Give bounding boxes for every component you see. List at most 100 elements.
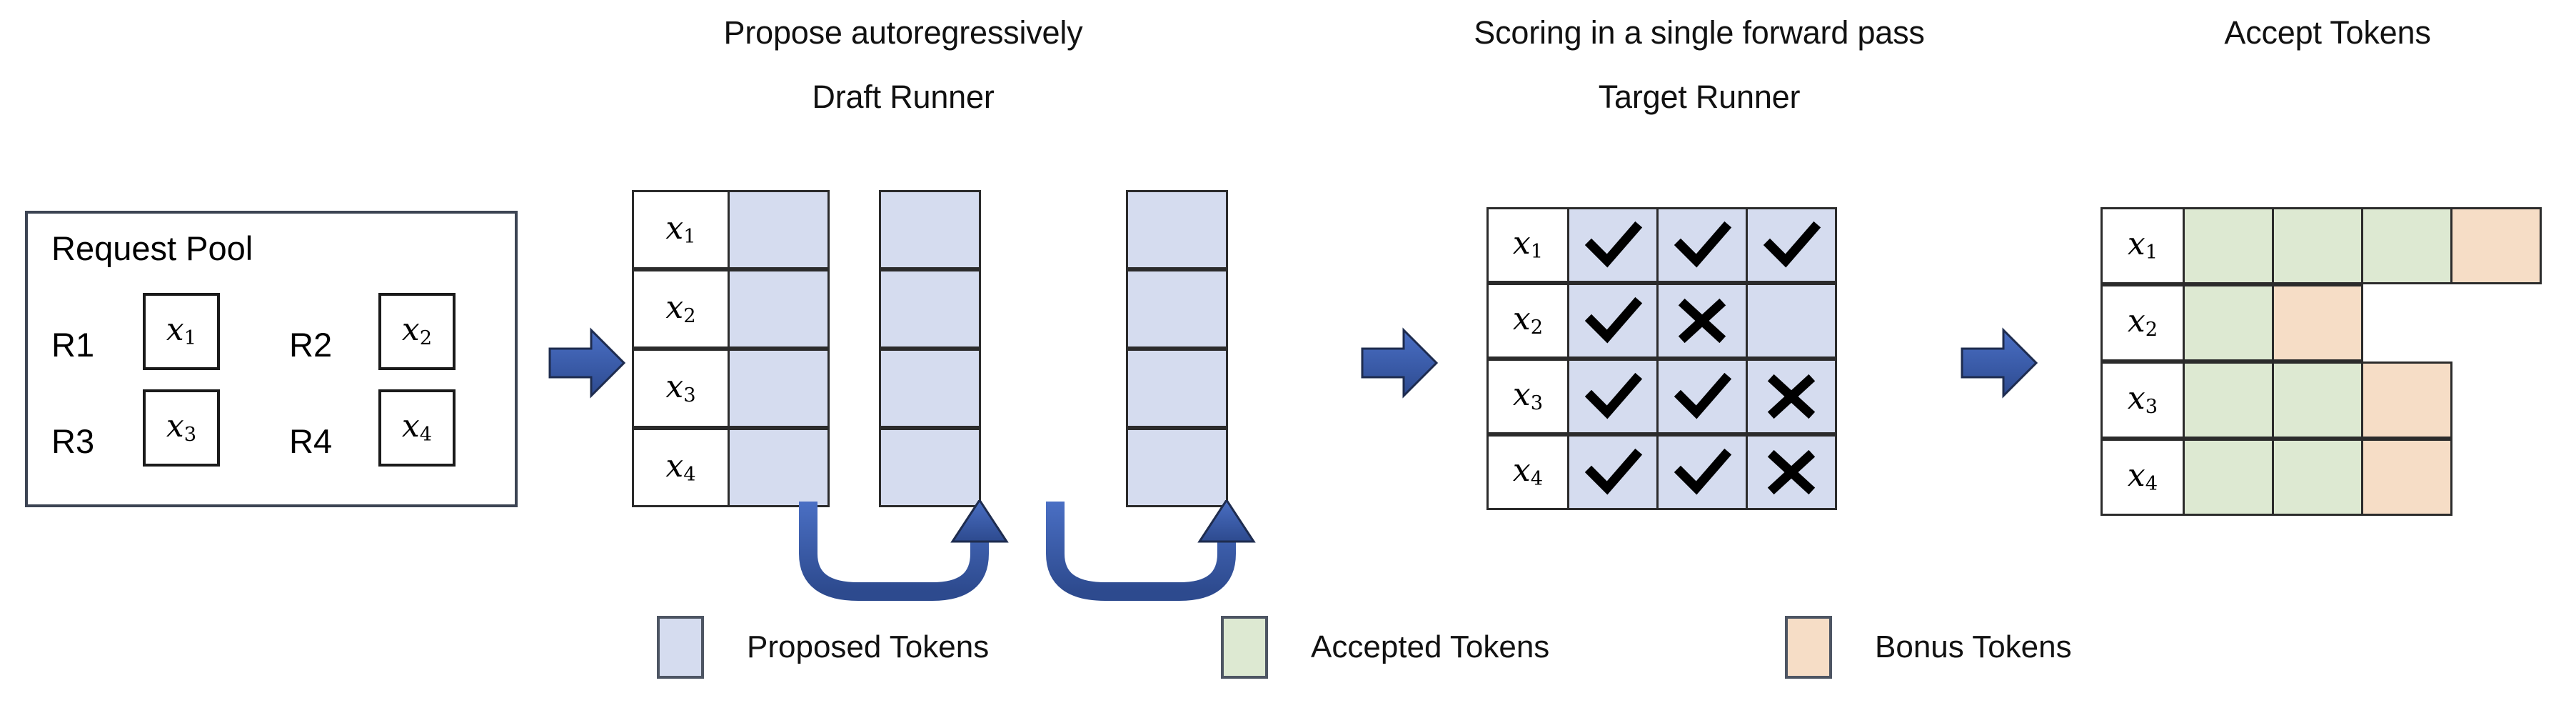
- request-token-r3: x3: [166, 408, 197, 447]
- check-mark-icon: [1584, 448, 1643, 495]
- accept-cell-r4-c3: [2361, 439, 2452, 516]
- accept-cell-r2-c1: [2183, 284, 2274, 362]
- accept-cell-r2-c2: [2272, 284, 2363, 362]
- draft-cell-r4-c3: [1126, 428, 1228, 507]
- accept-tokens-caption: Accept Tokens: [2224, 14, 2431, 51]
- draft-cell-r2-c1: [728, 269, 830, 349]
- accept-row-token-3: x3: [2127, 380, 2158, 419]
- target-cell-r4-c3: [1746, 434, 1837, 510]
- draft-cell-r3-c1: [728, 349, 830, 428]
- legend-label-bonus: Bonus Tokens: [1875, 629, 2072, 664]
- accept-cell-r1-c2: [2272, 207, 2363, 284]
- draft-cell-r3-c3: [1126, 349, 1228, 428]
- request-token-r2: x2: [401, 311, 433, 350]
- accept-row-label-1: x1: [2100, 207, 2185, 284]
- accept-cell-r1-c3: [2361, 207, 2452, 284]
- cross-mark-icon: [1678, 298, 1726, 344]
- request-token-box-r2: x2: [378, 293, 456, 370]
- legend: Proposed Tokens Accepted Tokens Bonus To…: [0, 616, 2576, 687]
- legend-label-accepted: Accepted Tokens: [1311, 629, 1550, 664]
- draft-row-token-1: x1: [665, 209, 696, 248]
- check-mark-icon: [1763, 221, 1821, 268]
- draft-row-token-4: x4: [665, 447, 696, 486]
- right-block-arrow-icon-1: [548, 327, 626, 399]
- target-row-token-2: x2: [1512, 301, 1544, 339]
- draft-runner-caption: Propose autoregressively: [723, 14, 1083, 51]
- draft-row-token-2: x2: [665, 289, 696, 327]
- accept-row-label-4: x4: [2100, 439, 2185, 516]
- request-token-box-r1: x1: [143, 293, 220, 370]
- draft-runner-heading: Draft Runner: [812, 79, 995, 115]
- cross-mark-icon: [1767, 374, 1816, 419]
- target-cell-r4-c2: [1656, 434, 1748, 510]
- draft-row-label-2: x2: [632, 269, 730, 349]
- check-mark-icon: [1674, 448, 1732, 495]
- draft-cell-r1-c2: [879, 190, 981, 269]
- request-label-r1: R1: [51, 326, 95, 364]
- accept-cell-r1-c1: [2183, 207, 2274, 284]
- target-cell-r2-c3: [1746, 283, 1837, 359]
- target-row-label-2: x2: [1486, 283, 1569, 359]
- target-cell-r4-c1: [1567, 434, 1659, 510]
- right-block-arrow-icon-3: [1961, 327, 2038, 399]
- check-mark-icon: [1674, 372, 1732, 419]
- request-label-r2: R2: [289, 326, 333, 364]
- check-mark-icon: [1584, 372, 1643, 419]
- draft-cell-r4-c1: [728, 428, 830, 507]
- target-cell-r3-c1: [1567, 359, 1659, 434]
- accept-cell-r3-c2: [2272, 362, 2363, 439]
- target-cell-r1-c3: [1746, 207, 1837, 283]
- legend-swatch-bonus: [1785, 616, 1832, 679]
- curved-feedback-arrow-icon-1: [799, 500, 1009, 601]
- target-cell-r3-c2: [1656, 359, 1748, 434]
- request-label-r3: R3: [51, 422, 95, 460]
- accept-cell-r3-c3: [2361, 362, 2452, 439]
- accept-cell-r4-c2: [2272, 439, 2363, 516]
- draft-cell-r1-c1: [728, 190, 830, 269]
- draft-cell-r1-c3: [1126, 190, 1228, 269]
- target-row-label-1: x1: [1486, 207, 1569, 283]
- legend-swatch-proposed: [657, 616, 704, 679]
- target-row-token-1: x1: [1512, 225, 1544, 264]
- draft-row-label-1: x1: [632, 190, 730, 269]
- draft-cell-r4-c2: [879, 428, 981, 507]
- check-mark-icon: [1584, 221, 1643, 268]
- target-row-token-3: x3: [1512, 377, 1544, 415]
- cross-mark-icon: [1767, 449, 1816, 495]
- request-token-box-r3: x3: [143, 389, 220, 467]
- target-cell-r3-c3: [1746, 359, 1837, 434]
- legend-swatch-accepted: [1221, 616, 1268, 679]
- request-token-r4: x4: [401, 408, 433, 447]
- target-cell-r2-c1: [1567, 283, 1659, 359]
- request-token-r1: x1: [166, 311, 197, 350]
- accept-row-label-3: x3: [2100, 362, 2185, 439]
- target-cell-r1-c1: [1567, 207, 1659, 283]
- accept-row-token-2: x2: [2127, 303, 2158, 341]
- request-label-r4: R4: [289, 422, 333, 460]
- request-token-box-r4: x4: [378, 389, 456, 467]
- accept-cell-r3-c1: [2183, 362, 2274, 439]
- curved-feedback-arrow-icon-2: [1046, 500, 1256, 601]
- right-block-arrow-icon-2: [1361, 327, 1439, 399]
- draft-cell-r3-c2: [879, 349, 981, 428]
- accept-cell-r4-c1: [2183, 439, 2274, 516]
- accept-row-label-2: x2: [2100, 284, 2185, 362]
- check-mark-icon: [1674, 221, 1732, 268]
- accept-cell-r1-c4: [2450, 207, 2542, 284]
- check-mark-icon: [1584, 296, 1643, 344]
- draft-cell-r2-c2: [879, 269, 981, 349]
- accept-row-token-4: x4: [2127, 457, 2158, 496]
- legend-item-proposed: Proposed Tokens: [657, 616, 989, 679]
- target-cell-r2-c2: [1656, 283, 1748, 359]
- request-pool-title: Request Pool: [51, 229, 253, 267]
- draft-row-token-3: x3: [665, 368, 696, 407]
- legend-label-proposed: Proposed Tokens: [747, 629, 990, 664]
- draft-cell-r2-c3: [1126, 269, 1228, 349]
- legend-item-accepted: Accepted Tokens: [1221, 616, 1549, 679]
- target-row-token-4: x4: [1512, 452, 1544, 491]
- target-runner-caption: Scoring in a single forward pass: [1474, 14, 1925, 51]
- legend-item-bonus: Bonus Tokens: [1785, 616, 2072, 679]
